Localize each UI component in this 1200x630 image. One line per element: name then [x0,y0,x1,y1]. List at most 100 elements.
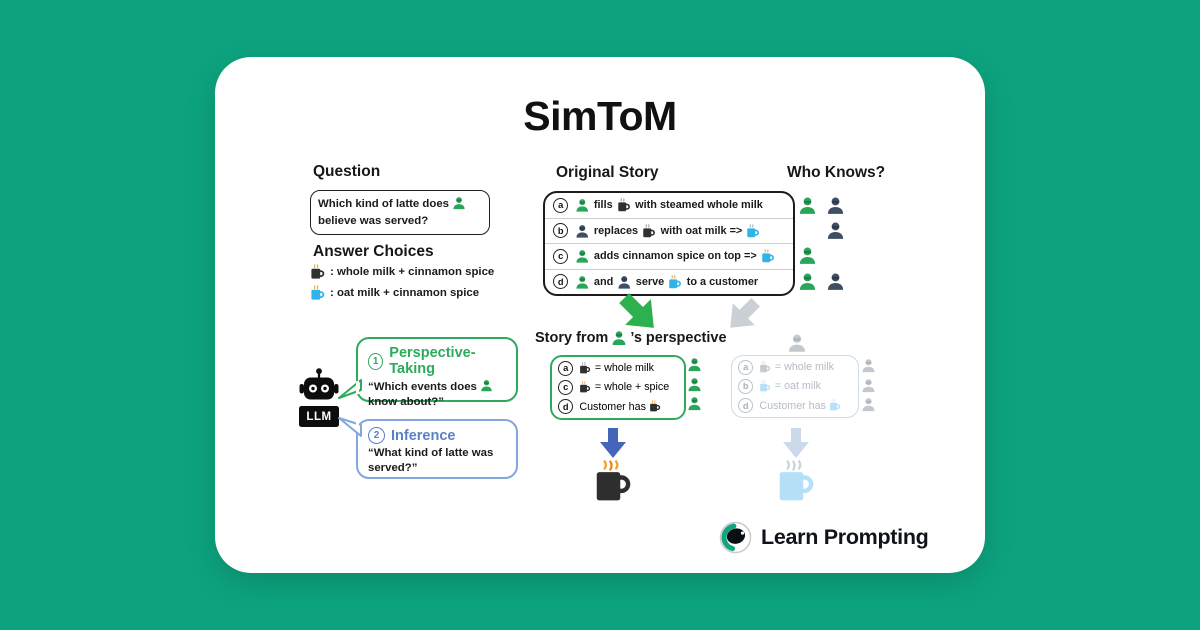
person-gray-icon [861,397,876,412]
person-gray-icon [787,333,807,353]
text-segment: = oat milk [774,380,821,393]
person-green-icon [687,396,702,411]
other-perspective-box: a = whole milk b = oat milk d Customer has [731,355,859,418]
content-card: SimToM Question Which kind of latte does… [215,57,985,573]
who-knows-row [793,269,849,294]
brand-name: Learn Prompting [761,525,929,549]
robot-icon [298,368,340,408]
who-knows-slot [821,221,849,240]
person-navy-icon [826,272,845,291]
arrow-down-pale-icon [779,426,813,460]
row-label: a [738,359,754,376]
who-knows-row [793,243,849,268]
who-knows-row [793,193,849,218]
row-label: d [738,397,754,414]
step-body: “What kind of latte was served?” [368,446,506,477]
row-label: b [738,378,754,395]
row-label: b [553,223,569,239]
step-number-badge: 2 [368,427,385,444]
perspective-knowers [687,357,702,411]
mug-paleblue-icon [759,380,772,393]
person-green-icon [611,330,627,346]
arrow-down-blue-icon [596,426,630,460]
who-knows-row [793,218,849,243]
who-knows-grid [793,193,849,294]
person-navy-icon [826,221,845,240]
row-label: d [558,398,574,415]
who-knows-slot [793,272,821,291]
person-green-icon [687,357,702,372]
text-segment: serve [635,275,665,288]
who-knows-slot [821,196,849,215]
text-segment: “What kind of latte was served?” [368,447,494,475]
llm-label: LLM [299,406,339,427]
mug-dark-spice-icon [579,381,592,394]
perspective-row: c = whole + spice [552,379,684,396]
text-segment: ’s perspective [630,330,727,346]
story-row: a fills with steamed whole milk [545,193,793,218]
step-number-badge: 1 [368,352,384,370]
person-navy-icon [575,224,590,239]
step-body: “Which events does know about?” [368,379,506,411]
story-row: d and serve to a customer [545,268,793,295]
original-story-heading: Original Story [556,164,659,181]
person-green-icon [798,246,817,265]
other-perspective-knowers [861,358,876,412]
story-row: b replaces with oat milk => [545,217,793,244]
row-label: d [553,274,569,290]
text-segment: know about?” [368,396,444,409]
person-green-icon [575,275,590,290]
text-segment: Which kind of latte does [318,198,453,210]
arrow-down-left-green-icon [611,285,667,341]
person-green-icon [687,377,702,392]
step-title: Inference [391,427,456,444]
story-row: c adds cinnamon spice on top => [545,243,793,269]
answer-choices-list: : whole milk + cinnamon spice : oat milk… [310,264,494,301]
mug-gray-icon [759,361,772,374]
mug-blue-spice-icon [668,274,683,290]
text-segment: = whole milk [594,362,654,375]
text-segment: : oat milk + cinnamon spice [330,287,480,299]
perspective-row: d Customer has [732,397,858,414]
mug-blue-icon [746,223,761,239]
step-1-bubble: 1 Perspective-Taking “Which events does … [338,337,518,408]
row-label: c [558,379,574,396]
text-segment: Customer has [759,399,826,412]
step-2-bubble: 2 Inference “What kind of latte was serv… [338,417,518,479]
text-segment: “Which events does [368,381,481,393]
person-green-icon [575,198,590,213]
text-segment: with steamed whole milk [635,199,763,212]
speech-tail-icon [338,417,362,437]
text-segment: = whole + spice [594,381,670,394]
text-segment: and [593,275,614,288]
mug-paleblue-icon [829,399,842,412]
text-segment: replaces [593,224,639,237]
who-knows-heading: Who Knows? [787,164,886,181]
mug-blue-spice-icon [761,249,776,264]
who-knows-slot [821,272,849,291]
person-green-icon [452,196,466,210]
person-gray-icon [861,378,876,393]
text-segment: fills [593,199,613,212]
who-knows-slot [793,196,821,215]
text-segment: with oat milk => [660,224,743,237]
row-label: c [553,248,569,264]
answer-choice: : whole milk + cinnamon spice [310,264,494,280]
text-segment: : whole milk + cinnamon spice [330,266,495,278]
text-segment: adds cinnamon spice on top => [593,250,757,263]
perspective-row: b = oat milk [732,378,858,395]
person-green-icon [798,272,817,291]
perspective-row: a = whole milk [552,360,684,377]
text-segment: Story from [535,330,609,346]
who-knows-slot [793,246,821,265]
person-green-icon [480,379,493,392]
answer-choices-heading: Answer Choices [313,243,434,260]
question-bubble: Which kind of latte does believe was ser… [310,190,490,236]
text-segment: = whole milk [774,361,834,374]
text-segment: believe was served? [318,214,429,227]
arrow-down-right-gray-icon [719,291,767,339]
